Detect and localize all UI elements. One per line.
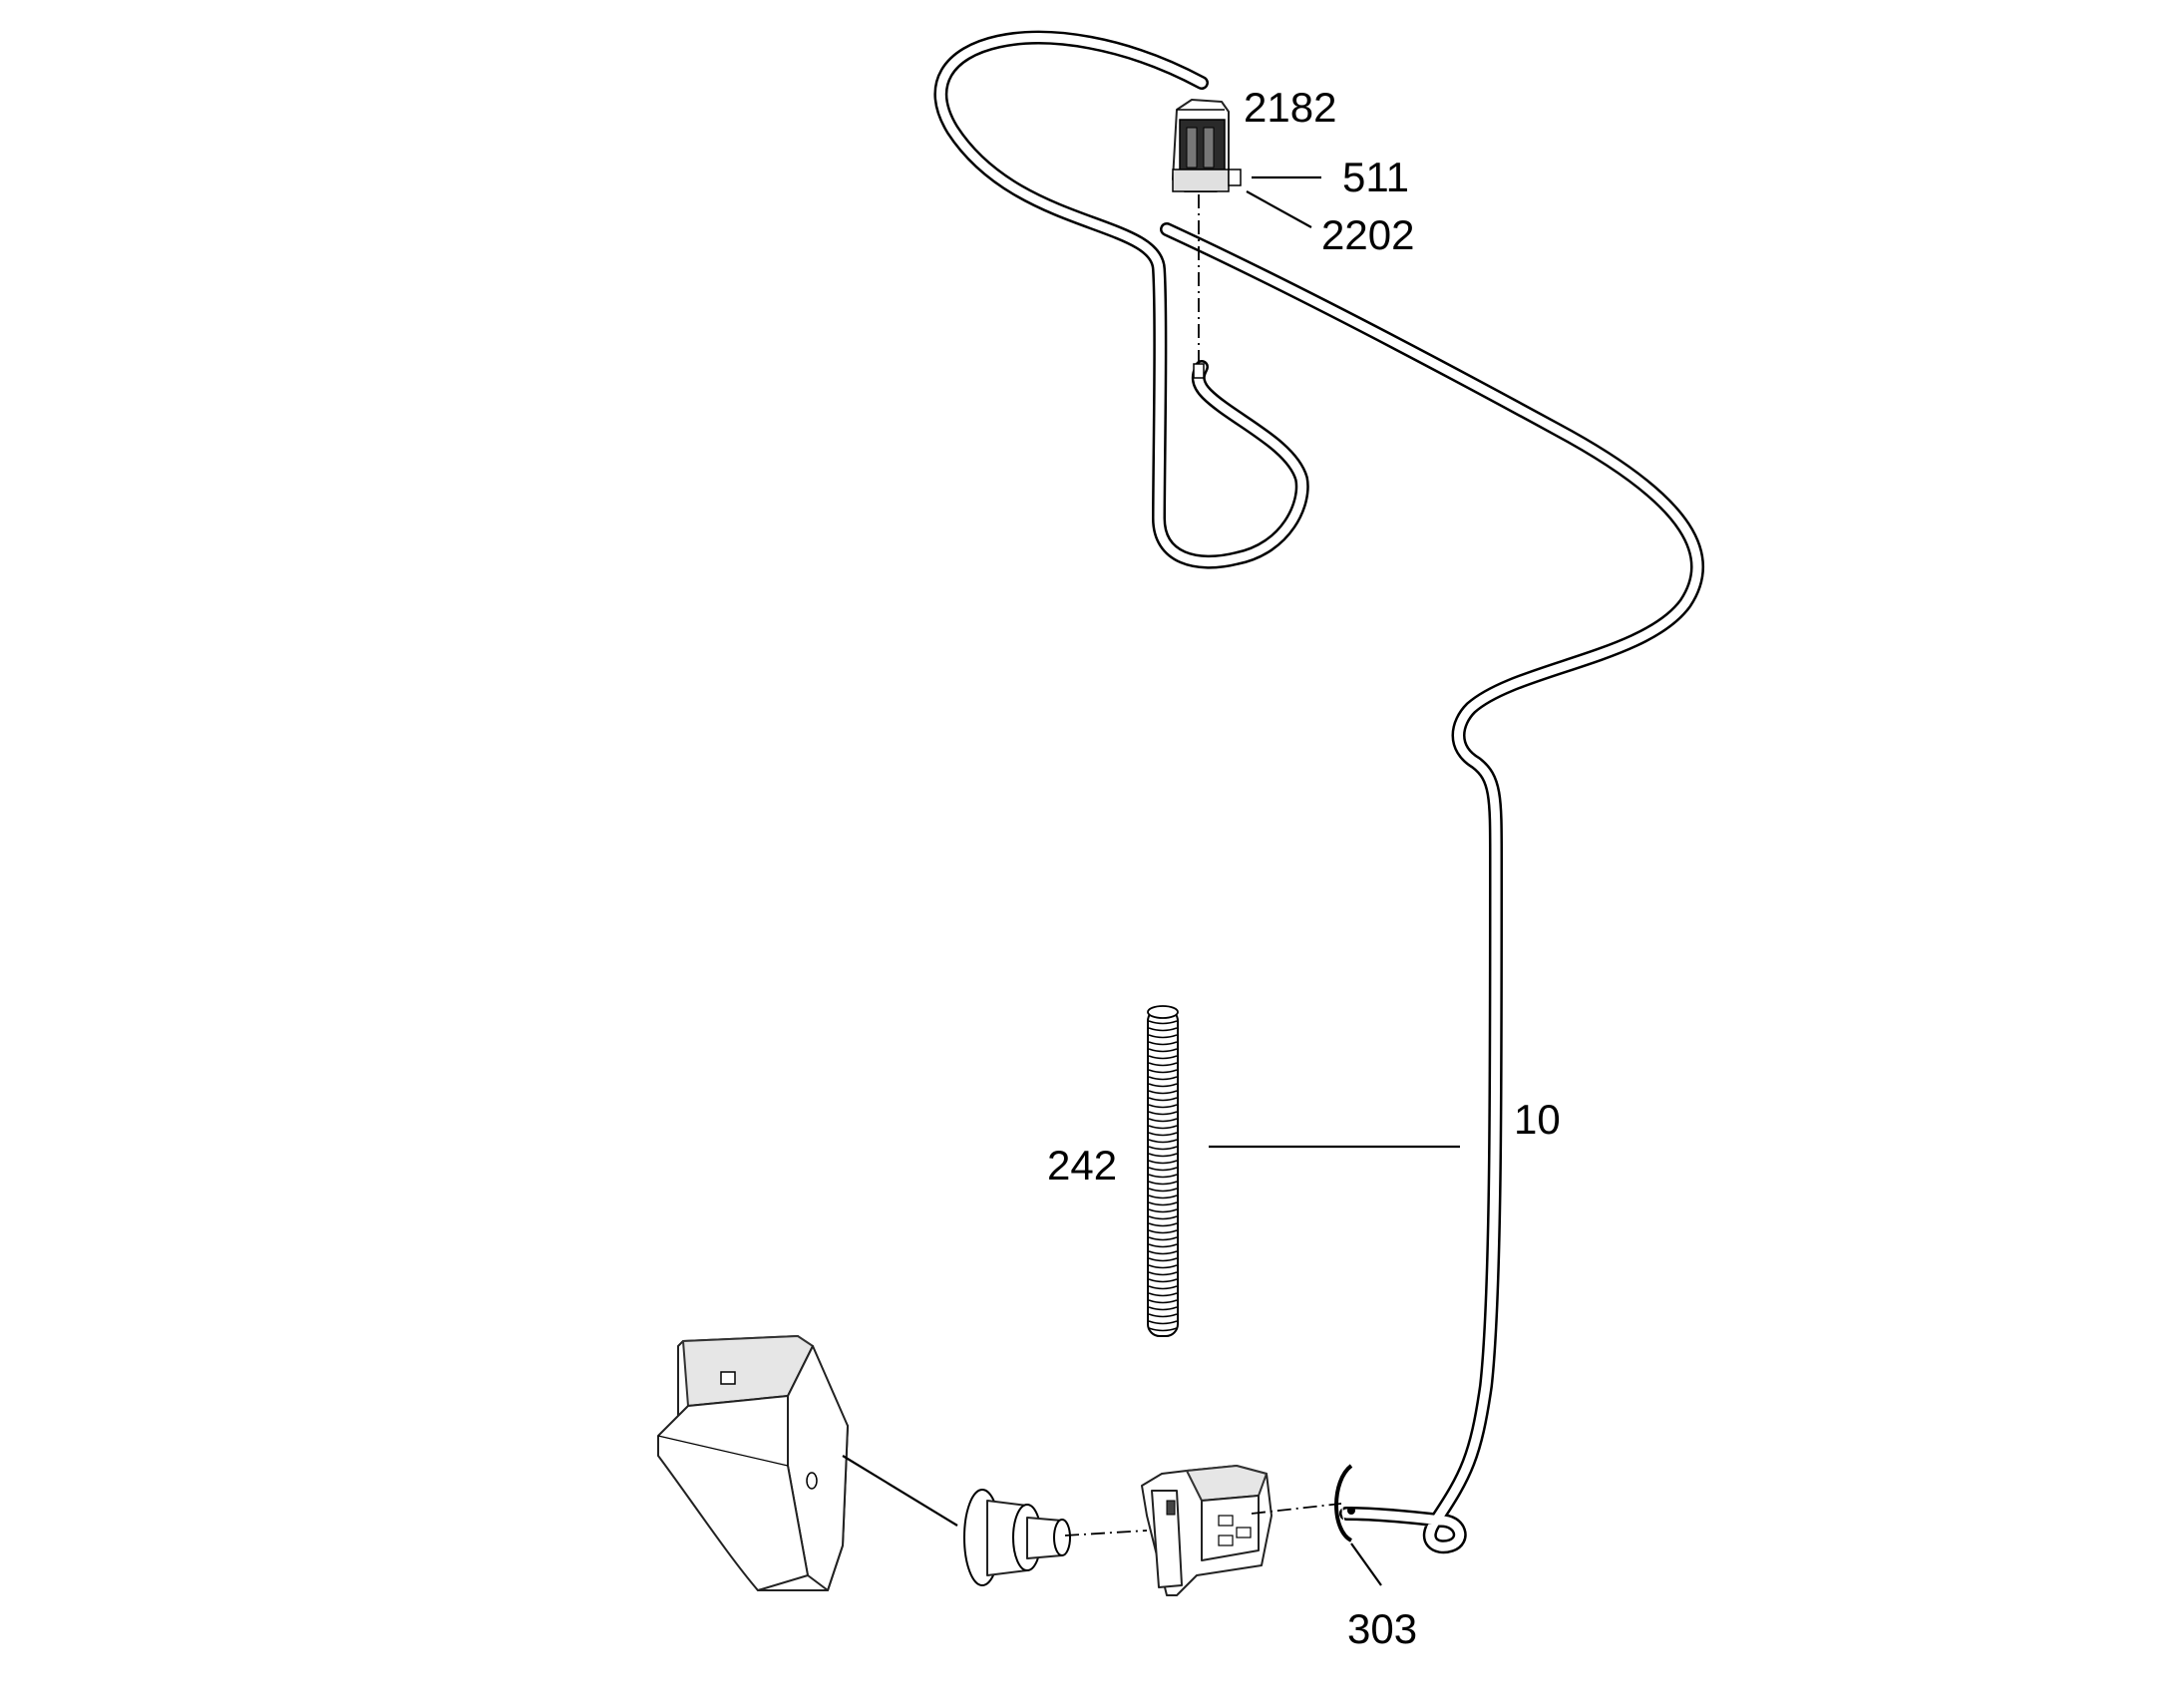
tube-rib: [1148, 1160, 1178, 1165]
tube-rib: [1148, 1083, 1178, 1088]
callout-242: 242: [1047, 1142, 1117, 1189]
tube-rib: [1148, 1118, 1178, 1123]
tube-rib: [1148, 1327, 1178, 1332]
socket-assembly: [1141, 1465, 1272, 1596]
tube-rib: [1148, 1146, 1178, 1151]
tube-rib: [1148, 1055, 1178, 1060]
tube-rib: [1148, 1076, 1178, 1081]
tube-rib: [1148, 1250, 1178, 1255]
tube-rib: [1148, 1020, 1178, 1025]
tube-rib: [1148, 1215, 1178, 1220]
tube-rib: [1148, 1139, 1178, 1144]
tube-rib: [1148, 1153, 1178, 1158]
tube-rib: [1148, 1097, 1178, 1102]
tube-rib: [1148, 1201, 1178, 1206]
connector-2182: [1172, 99, 1242, 192]
callout-2202: 2202: [1321, 211, 1414, 258]
tube-rib: [1148, 1034, 1178, 1039]
tube-rib: [1148, 1243, 1178, 1248]
callout-2182: 2182: [1244, 84, 1336, 131]
callout-511: 511: [1342, 154, 1409, 200]
tube-rib: [1148, 1257, 1178, 1262]
tube-rib: [1148, 1090, 1178, 1095]
tube-rib: [1148, 1222, 1178, 1227]
tube-rib: [1148, 1299, 1178, 1304]
tube-rib: [1148, 1229, 1178, 1234]
tube-rib: [1148, 1111, 1178, 1116]
tube-rib: [1148, 1208, 1178, 1213]
tube-rib: [1148, 1027, 1178, 1032]
tube-rib: [1148, 1188, 1178, 1193]
grommet: [963, 1489, 1071, 1586]
tube-rib: [1148, 1174, 1178, 1179]
tube-rib: [1148, 1285, 1178, 1290]
tube-rib: [1148, 1195, 1178, 1199]
tube-rib: [1148, 1062, 1178, 1067]
tube-rib: [1148, 1320, 1178, 1325]
leader-lines: [842, 175, 1460, 1586]
tube-rib: [1148, 1048, 1178, 1053]
tube-rib: [1148, 1104, 1178, 1109]
tube-rib: [1148, 1264, 1178, 1269]
leader-2202: [1246, 190, 1312, 228]
convoluted-tube-242: [1147, 1005, 1179, 1337]
tube-rib: [1148, 1125, 1178, 1130]
tube-rib: [1148, 1271, 1178, 1276]
socket-alignment-line: [1064, 1530, 1148, 1537]
main-cable: [933, 30, 1704, 1554]
tube-rib: [1148, 1069, 1178, 1074]
tube-rib: [1148, 1278, 1178, 1283]
tube-rib: [1148, 1292, 1178, 1297]
tube-rib: [1148, 1306, 1178, 1311]
tube-rib: [1148, 1041, 1178, 1046]
clip-303: [1334, 1464, 1355, 1542]
leader-housing: [842, 1455, 958, 1527]
tube-rib: [1148, 1313, 1178, 1318]
tube-rib: [1148, 1132, 1178, 1137]
cable-end-top: [1193, 363, 1205, 379]
tube-rib: [1148, 1167, 1178, 1172]
callout-303: 303: [1347, 1605, 1417, 1652]
tube-rib: [1148, 1236, 1178, 1241]
leader-303: [1350, 1542, 1382, 1586]
housing-box: [657, 1335, 849, 1591]
socket-cable-alignment-line: [1251, 1503, 1342, 1515]
tube-rib: [1148, 1181, 1178, 1186]
callout-10: 10: [1514, 1096, 1561, 1143]
